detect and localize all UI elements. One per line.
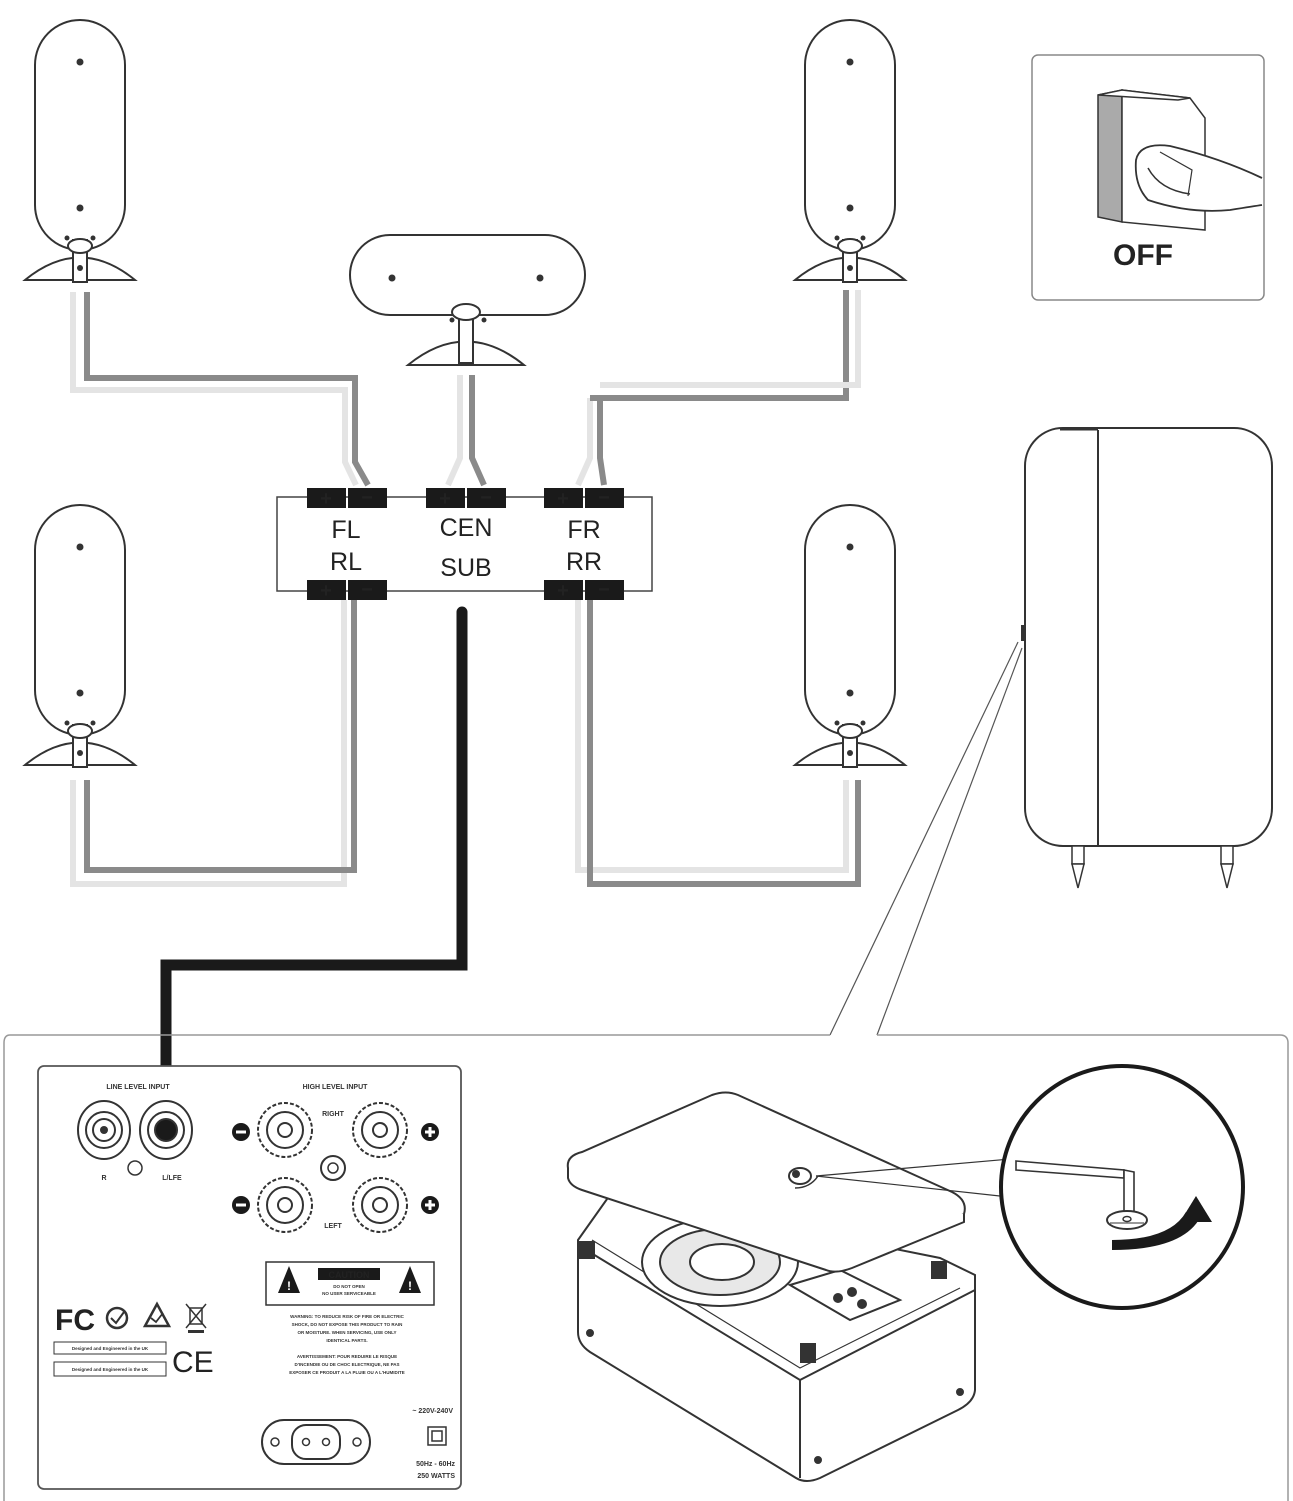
weee-bin-icon [185,1303,207,1333]
spike-foot-right [1220,845,1234,889]
off-label: OFF [1113,239,1173,272]
hex-key-icon [1015,1160,1135,1215]
binding-post-left-neg[interactable] [257,1177,313,1233]
label-fr: FR [567,516,600,544]
magnifier-line [815,1157,1023,1177]
svg-text:OR MOISTURE. WHEN SERVICING, U: OR MOISTURE. WHEN SERVICING, USE ONLY [297,1330,396,1335]
binding-posts: RIGHT LEFT [232,1102,439,1233]
minus-sign: − [480,487,492,509]
speaker-front-left [24,19,136,283]
warning-triangle-icon: ! [399,1266,421,1293]
label-sub: SUB [440,554,491,582]
screw-icon [1106,1210,1148,1230]
plus-icon [421,1196,439,1214]
terminal-fl: + − [307,487,387,510]
caution-label: CAUTION [329,1270,370,1280]
svg-text:!: ! [408,1279,412,1293]
wattage-label: 250 WATTS [417,1473,455,1480]
fc-logo: FC [55,1304,95,1337]
terminal-rl: + − [307,579,387,602]
certification-logos: FC Designed and Engineered in the UK Des… [53,1301,214,1379]
label-rl: RL [330,548,362,576]
power-switch-illustration: OFF [1031,54,1265,301]
spike-foot-left [1071,845,1085,889]
left-label: LEFT [324,1223,342,1230]
magnifier-line [815,1175,1019,1199]
zoom-line [829,641,1019,1036]
svg-text:IDENTICAL PARTS.: IDENTICAL PARTS. [326,1338,367,1343]
caution-sub-line: DO NOT OPEN [333,1284,365,1289]
magnified-hex-key-view [999,1064,1245,1310]
amplifier-terminal-panel: + − + − + − + − + − FL RL CEN [276,487,653,602]
plus-sign: + [557,580,569,602]
minus-icon [232,1196,250,1214]
plus-sign: + [439,488,451,510]
speaker-front-right [794,19,906,283]
subwoofer-rear-panel: LINE LEVEL INPUT HIGH LEVEL INPUT R L/LF… [37,1065,462,1490]
svg-text:D'INCENDIE OU DE CHOC ELECTRIQ: D'INCENDIE OU DE CHOC ELECTRIQUE, NE PAS [295,1362,400,1367]
svg-text:SHOCK, DO NOT EXPOSE THIS PROD: SHOCK, DO NOT EXPOSE THIS PRODUCT TO RAI… [292,1322,403,1327]
design-label: Designed and Engineered in the UK [72,1346,149,1351]
speaker-rear-left [24,504,136,768]
rcm-icon [142,1301,172,1328]
double-insulation-icon [427,1426,447,1446]
r-label: R [101,1175,106,1182]
detail-panel [3,1034,1289,1501]
right-label: RIGHT [322,1111,345,1118]
terminal-rr: + − [544,579,624,602]
subwoofer-cable [160,606,468,1136]
power-inlet[interactable] [261,1419,371,1465]
binding-post-right-pos[interactable] [352,1102,408,1158]
binding-post-right-neg[interactable] [257,1102,313,1158]
ground-screw [127,1160,143,1176]
speaker-wires [70,290,861,887]
caution-sub-line: NO USER SERVICEABLE [322,1291,376,1296]
subwoofer-lid [566,1091,966,1273]
svg-text:WARNING: TO REDUCE RISK OF FIR: WARNING: TO REDUCE RISK OF FIRE OR ELECT… [290,1314,404,1319]
warning-triangle-icon: ! [278,1266,300,1293]
lfe-label: L/LFE [162,1175,182,1182]
internal-amp-board [787,1268,903,1322]
terminal-fr: + − [544,487,624,510]
zoom-line [876,647,1023,1036]
svg-text:AVERTISSEMENT: POUR REDUIRE LE: AVERTISSEMENT: POUR REDUIRE LE RISQUE [297,1354,397,1359]
minus-sign: − [361,487,373,509]
svg-text:EXPOSER CE PRODUIT A LA PLUIE: EXPOSER CE PRODUIT A LA PLUIE OU A L'HUM… [289,1370,405,1375]
speaker-rear-right [794,504,906,768]
frequency-label: 50Hz - 60Hz [416,1461,455,1468]
label-rr: RR [566,548,602,576]
design-label: Designed and Engineered in the UK [72,1367,149,1372]
plus-sign: + [320,580,332,602]
minus-sign: − [361,579,373,601]
rca-jack-r[interactable] [77,1100,131,1160]
rotate-arrow-icon [1112,1196,1212,1250]
caution-block: ! ! CAUTION DO NOT OPEN NO USER SERVICEA… [265,1261,435,1306]
binding-post-left-pos[interactable] [352,1177,408,1233]
terminal-cen: + − [426,487,506,510]
subwoofer-side-view [1021,427,1273,889]
rca-jack-lfe[interactable] [139,1100,193,1160]
speaker-center [349,234,586,366]
label-cen: CEN [440,514,493,542]
minus-sign: − [598,579,610,601]
svg-text:!: ! [287,1279,291,1293]
label-fl: FL [331,516,360,544]
plus-icon [421,1123,439,1141]
plus-sign: + [320,488,332,510]
warning-text: WARNING: TO REDUCE RISK OF FIRE OR ELECT… [289,1314,405,1375]
plus-sign: + [557,488,569,510]
minus-sign: − [598,487,610,509]
finger-icon [1134,144,1263,212]
c-tick-icon [105,1306,129,1330]
ce-logo: CE [172,1346,214,1379]
voltage-label: ~ 220V-240V [412,1408,453,1415]
line-level-input-label: LINE LEVEL INPUT [106,1084,170,1091]
high-level-input-label: HIGH LEVEL INPUT [303,1084,369,1091]
minus-icon [232,1123,250,1141]
subwoofer-isometric [566,1091,976,1482]
